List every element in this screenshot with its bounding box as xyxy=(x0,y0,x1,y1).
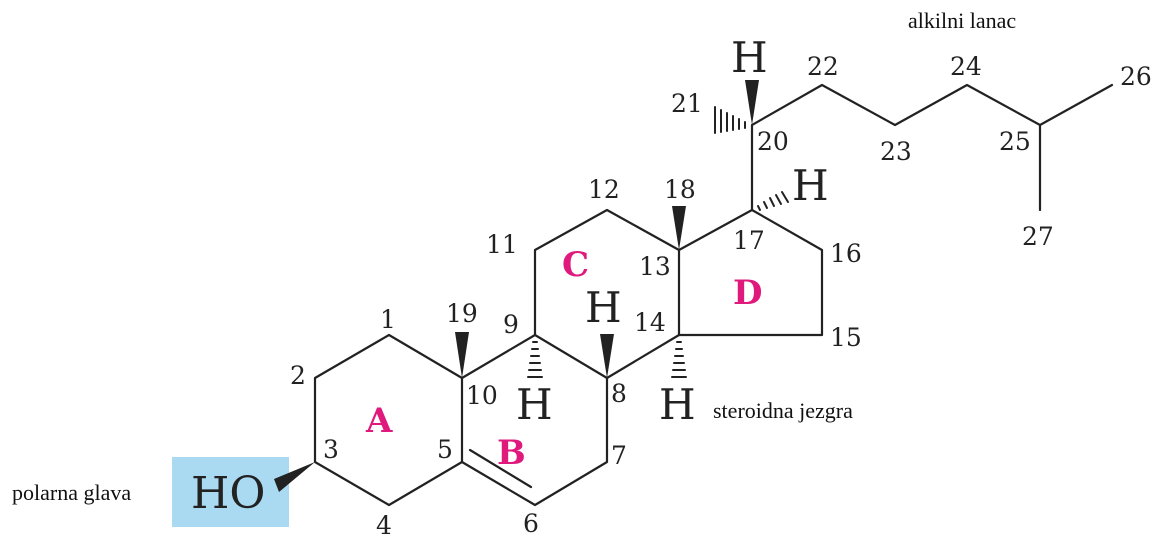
carbon-number: 25 xyxy=(999,127,1031,156)
carbon-number: 22 xyxy=(807,52,839,81)
hydrogen-c9: H xyxy=(516,380,553,429)
steroid-core-label: steroidna jezgra xyxy=(713,398,853,423)
ring-bonds xyxy=(313,83,1114,507)
carbon-number: 5 xyxy=(437,435,453,464)
hydrogen-c20: H xyxy=(731,33,768,82)
carbon-number: 2 xyxy=(290,361,306,390)
carbon-number: 1 xyxy=(380,305,396,334)
wedge-ho xyxy=(274,462,315,492)
carbon-number: 14 xyxy=(634,308,666,337)
wedge-bonds xyxy=(274,80,759,492)
carbon-number: 23 xyxy=(880,137,912,166)
carbon-number: 10 xyxy=(466,381,498,410)
carbon-number: 3 xyxy=(323,435,339,464)
wedge-c19 xyxy=(455,332,469,378)
polar-head-label: polarna glava xyxy=(12,480,131,505)
carbon-number: 12 xyxy=(588,175,620,204)
carbon-number: 16 xyxy=(830,239,862,268)
polar-head-highlight xyxy=(172,457,289,527)
carbon-number: 20 xyxy=(757,127,789,156)
wedge-c18 xyxy=(672,206,686,250)
carbon-number: 13 xyxy=(639,252,671,281)
carbon-number: 24 xyxy=(950,52,982,81)
wedge-h20 xyxy=(745,80,759,125)
carbon-number: 11 xyxy=(486,230,518,259)
carbon-number: 9 xyxy=(503,310,519,339)
ring-label-a: A xyxy=(365,401,393,441)
hydrogen-c17: H xyxy=(792,161,829,210)
carbon-number: 15 xyxy=(830,323,862,352)
wedge-h8 xyxy=(600,334,614,378)
carbon-number: 7 xyxy=(611,441,627,470)
ring-label-c: C xyxy=(562,245,589,285)
hydrogen-c8: H xyxy=(585,283,622,332)
carbon-number: 4 xyxy=(376,511,392,534)
hydrogen-c14: H xyxy=(659,380,696,429)
carbon-number: 8 xyxy=(611,379,627,408)
carbon-number: 18 xyxy=(664,175,696,204)
carbon-number: 26 xyxy=(1120,62,1152,91)
carbon-number: 19 xyxy=(446,299,478,328)
hydroxyl-label: HO xyxy=(191,468,265,519)
carbon-number: 27 xyxy=(1022,222,1054,251)
ring-label-d: D xyxy=(733,273,762,313)
ring-label-b: B xyxy=(497,433,526,473)
hash-bonds xyxy=(527,106,789,378)
carbon-number: 21 xyxy=(671,89,703,118)
carbon-number: 6 xyxy=(523,509,539,534)
carbon-number: 17 xyxy=(733,226,765,255)
alkyl-chain-label: alkilni lanac xyxy=(908,8,1016,33)
carbon-numbers: 1 2 3 4 5 6 7 8 9 10 11 12 13 14 15 16 1… xyxy=(290,52,1152,534)
